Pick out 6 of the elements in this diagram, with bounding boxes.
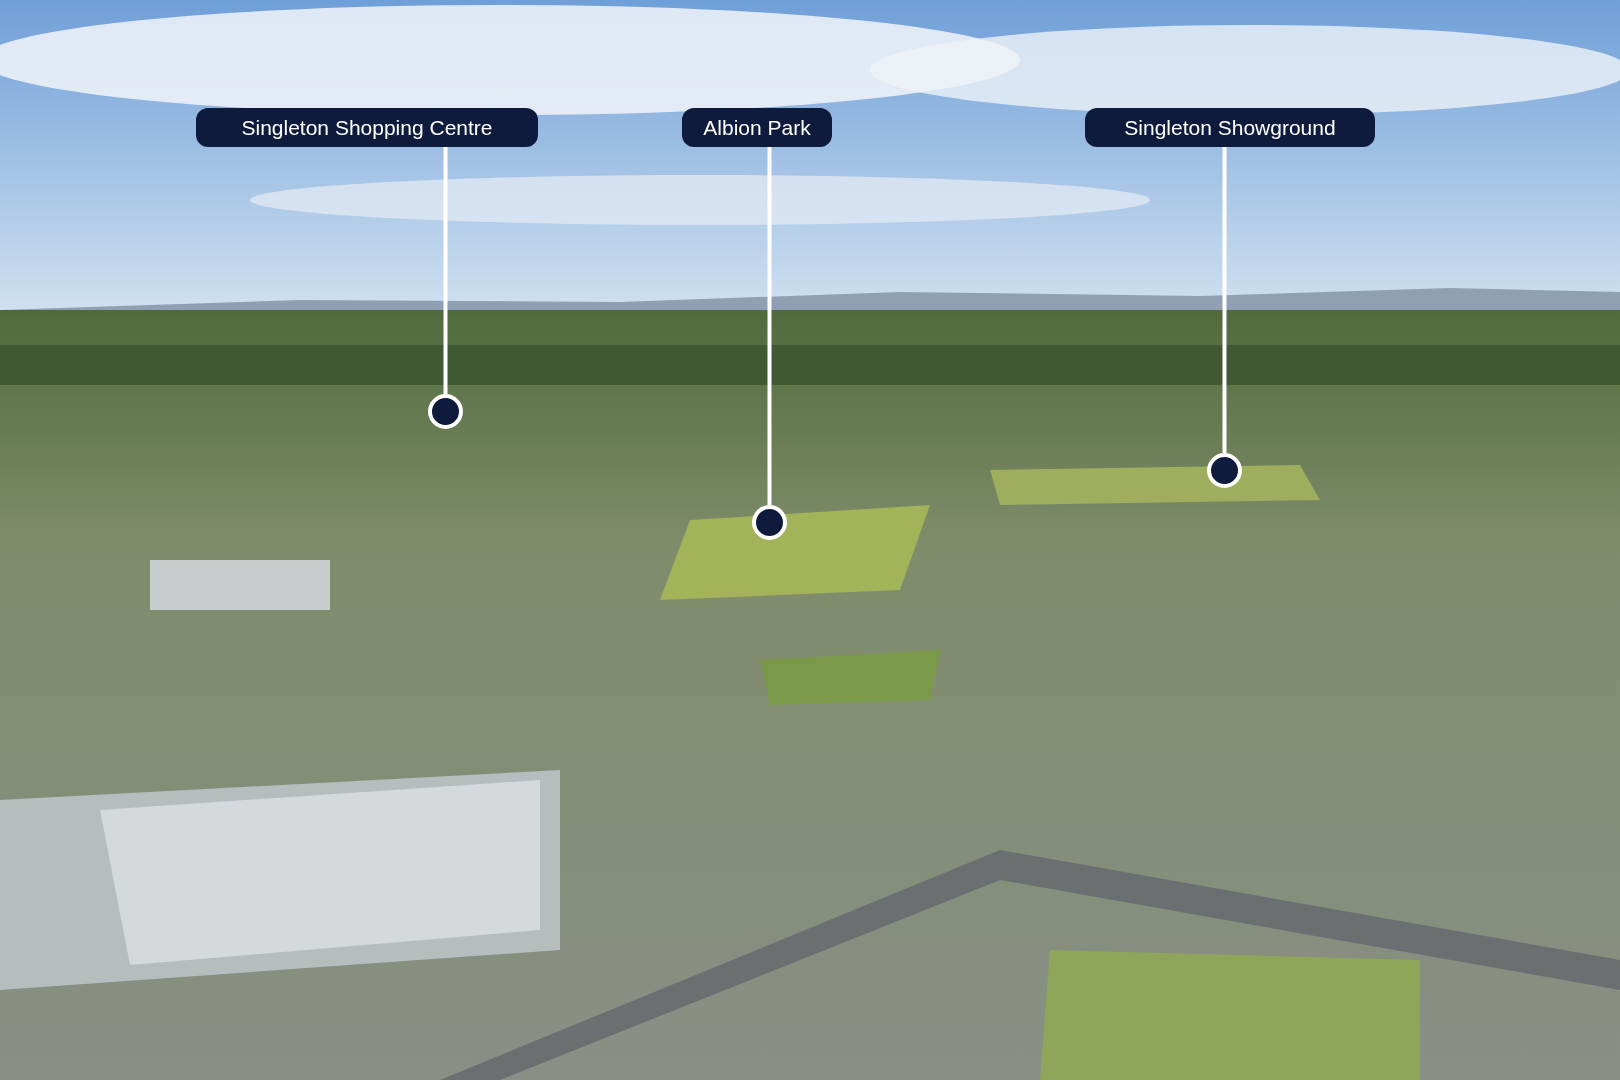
place-label: Singleton Shopping Centre <box>196 108 538 147</box>
leader-line <box>767 147 772 505</box>
leader-line <box>1222 147 1227 453</box>
place-label: Singleton Showground <box>1085 108 1375 147</box>
place-label: Albion Park <box>682 108 832 147</box>
leader-line <box>443 147 448 394</box>
